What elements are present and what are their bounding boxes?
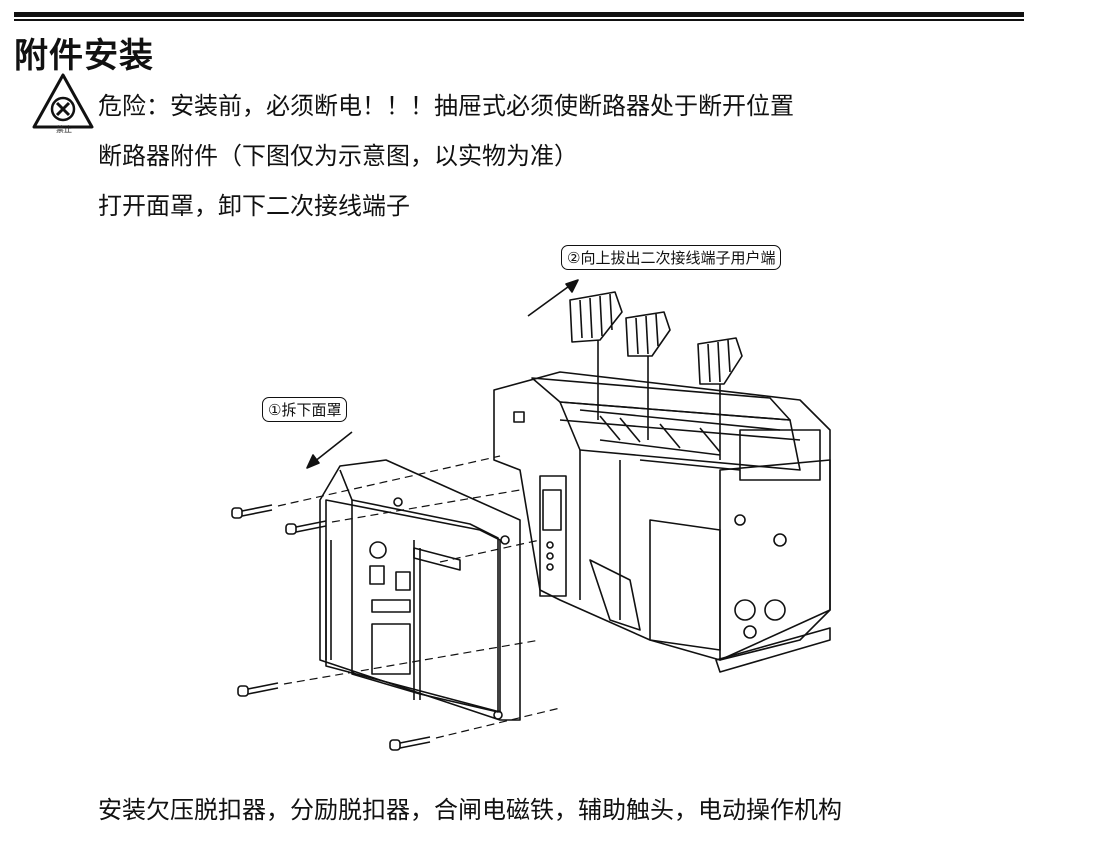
guide-lines	[277, 455, 561, 739]
top-rule	[14, 12, 1024, 17]
note-line-1: 断路器附件（下图仅为示意图，以实物为准）	[98, 142, 578, 170]
terminal-block-1	[569, 291, 623, 420]
screw-4	[389, 736, 431, 751]
arrow-up-head	[565, 279, 579, 293]
note-line-2: 打开面罩，卸下二次接线端子	[98, 192, 410, 220]
warning-icon-caption: 禁止	[56, 125, 72, 134]
arrow-down-line	[313, 431, 353, 463]
footer-instruction: 安装欠压脱扣器，分励脱扣器，合闸电磁铁，辅助触头，电动操作机构	[98, 796, 842, 824]
prohibit-warning-icon	[32, 73, 94, 129]
terminal-block-2	[625, 311, 671, 440]
page-title: 附件安装	[14, 36, 154, 76]
terminal-block-3	[697, 337, 743, 460]
front-cover	[319, 459, 521, 721]
callout-pull-terminal: ②向上拔出二次接线端子用户端	[561, 245, 782, 270]
top-rule-thin	[14, 19, 1024, 21]
arrow-down-head	[306, 454, 320, 469]
arrow-up-line	[527, 283, 573, 317]
screw-3	[237, 682, 279, 697]
breaker-body	[493, 371, 831, 673]
warning-text: 危险：安装前，必须断电！！！抽屉式必须使断路器处于断开位置	[98, 92, 794, 120]
screw-1	[231, 504, 273, 519]
callout-remove-cover: ①拆下面罩	[262, 397, 348, 422]
screw-2	[285, 520, 327, 535]
